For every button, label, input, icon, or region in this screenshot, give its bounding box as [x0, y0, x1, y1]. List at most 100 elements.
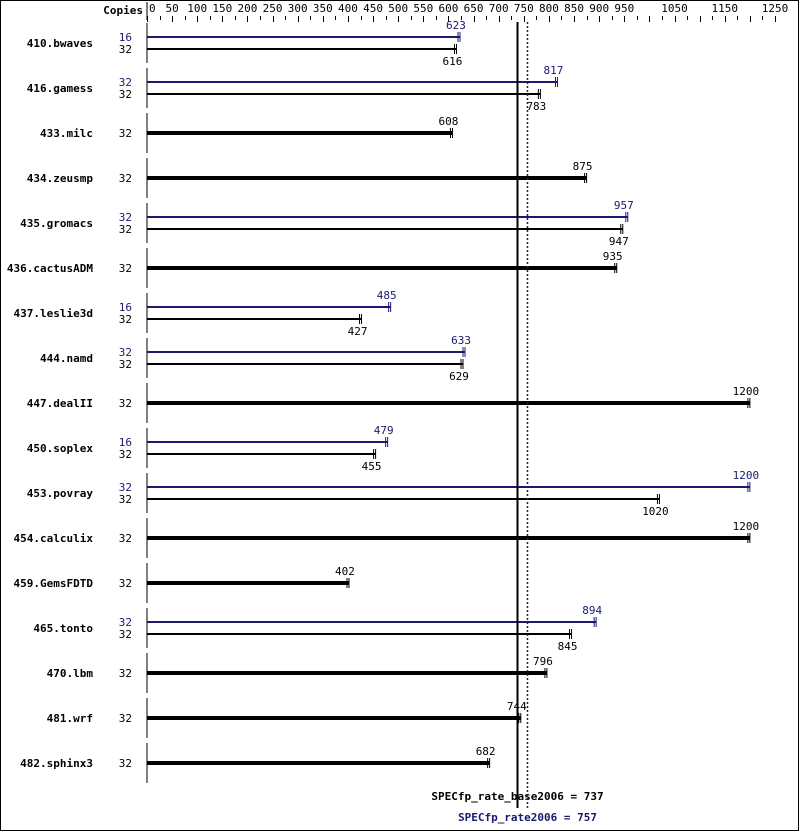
- base-value-label: 427: [348, 325, 368, 338]
- benchmark-name: 447.dealII: [27, 397, 93, 410]
- SPECfp_rate2006-label: SPECfp_rate2006 = 757: [458, 811, 597, 824]
- base-copies: 32: [119, 628, 132, 641]
- copies-header: Copies: [103, 4, 143, 17]
- peak-value-label: 623: [446, 19, 466, 32]
- base-value-label: 935: [603, 250, 623, 263]
- base-copies: 32: [119, 577, 132, 590]
- benchmark-name: 410.bwaves: [27, 37, 93, 50]
- benchmark-name: 459.GemsFDTD: [14, 577, 94, 590]
- x-tick-label: 850: [564, 2, 584, 15]
- benchmark-row: 481.wrf32744: [47, 698, 527, 738]
- benchmark-name: 465.tonto: [33, 622, 93, 635]
- x-tick-label: 350: [313, 2, 333, 15]
- x-tick-label: 750: [514, 2, 534, 15]
- base-value-label: 783: [526, 100, 546, 113]
- x-tick-label: 500: [388, 2, 408, 15]
- base-copies: 32: [119, 532, 132, 545]
- benchmark-name: 454.calculix: [14, 532, 94, 545]
- benchmark-name: 416.gamess: [27, 82, 93, 95]
- x-tick-label: 1150: [712, 2, 739, 15]
- benchmark-row: 459.GemsFDTD 32 402: [14, 563, 355, 603]
- benchmark-name: 437.leslie3d: [14, 307, 93, 320]
- benchmark-row: 436.cactusADM 32 935: [7, 248, 623, 288]
- base-copies: 32: [119, 172, 132, 185]
- benchmark-name: 444.namd: [40, 352, 93, 365]
- base-value-label: 1200: [733, 520, 760, 533]
- base-value-label: 608: [439, 115, 459, 128]
- base-value-label: 796: [533, 655, 553, 668]
- base-value-label: 402: [335, 565, 355, 578]
- benchmark-name: 436.cactusADM: [7, 262, 93, 275]
- base-value-label: 629: [449, 370, 469, 383]
- x-tick-label: 950: [614, 2, 634, 15]
- benchmark-row: 434.zeusmp 32 875: [27, 158, 593, 198]
- peak-value-label: 894: [582, 604, 602, 617]
- benchmark-name: 481.wrf: [47, 712, 93, 725]
- peak-copies: 32: [119, 211, 132, 224]
- base-copies: 32: [119, 397, 132, 410]
- base-copies: 32: [119, 223, 132, 236]
- benchmark-name: 482.sphinx3: [20, 757, 93, 770]
- x-tick-label: 700: [489, 2, 509, 15]
- x-tick-label: 250: [263, 2, 283, 15]
- x-tick-label: 200: [238, 2, 258, 15]
- reference-lines: SPECfp_rate_base2006 = 737SPECfp_rate200…: [431, 22, 604, 824]
- benchmark-name: 435.gromacs: [20, 217, 93, 230]
- x-tick-label: 900: [589, 2, 609, 15]
- peak-value-label: 1200: [733, 469, 760, 482]
- x-tick-label: 400: [338, 2, 358, 15]
- benchmark-name: 470.lbm: [47, 667, 94, 680]
- peak-copies: 32: [119, 481, 132, 494]
- x-tick-label: 1050: [661, 2, 688, 15]
- base-copies: 32: [119, 313, 132, 326]
- x-tick-label: 450: [363, 2, 383, 15]
- benchmark-name: 450.soplex: [27, 442, 94, 455]
- x-tick-label: 1250: [762, 2, 789, 15]
- base-value-label: 682: [476, 745, 496, 758]
- peak-value-label: 957: [614, 199, 634, 212]
- base-copies: 32: [119, 493, 132, 506]
- peak-copies: 32: [119, 616, 132, 629]
- benchmark-name: 434.zeusmp: [27, 172, 94, 185]
- base-copies: 32: [119, 667, 132, 680]
- base-value-label: 845: [558, 640, 578, 653]
- base-value-label: 947: [609, 235, 629, 248]
- base-copies: 32: [119, 262, 132, 275]
- base-copies: 32: [119, 88, 132, 101]
- benchmark-row: 470.lbm 32 796: [47, 653, 553, 693]
- peak-copies: 16: [119, 301, 132, 314]
- peak-value-label: 485: [377, 289, 397, 302]
- x-tick-label: 150: [212, 2, 232, 15]
- base-copies: 32: [119, 757, 132, 770]
- x-tick-label: 300: [288, 2, 308, 15]
- x-tick-label: 0: [149, 2, 156, 15]
- base-copies: 32: [119, 358, 132, 371]
- SPECfp_rate_base2006-label: SPECfp_rate_base2006 = 737: [431, 790, 603, 803]
- base-value-label: 455: [362, 460, 382, 473]
- base-value-label: 616: [443, 55, 463, 68]
- x-tick-label: 600: [439, 2, 459, 15]
- x-tick-label: 50: [165, 2, 178, 15]
- peak-copies: 16: [119, 436, 132, 449]
- base-copies: 32: [119, 127, 132, 140]
- base-copies: 32: [119, 448, 132, 461]
- peak-value-label: 633: [451, 334, 471, 347]
- peak-copies: 32: [119, 76, 132, 89]
- base-copies: 32: [119, 43, 132, 56]
- benchmark-name: 453.povray: [27, 487, 94, 500]
- base-value-label: 1020: [642, 505, 669, 518]
- x-tick-label: 550: [413, 2, 433, 15]
- base-value-label: 875: [573, 160, 593, 173]
